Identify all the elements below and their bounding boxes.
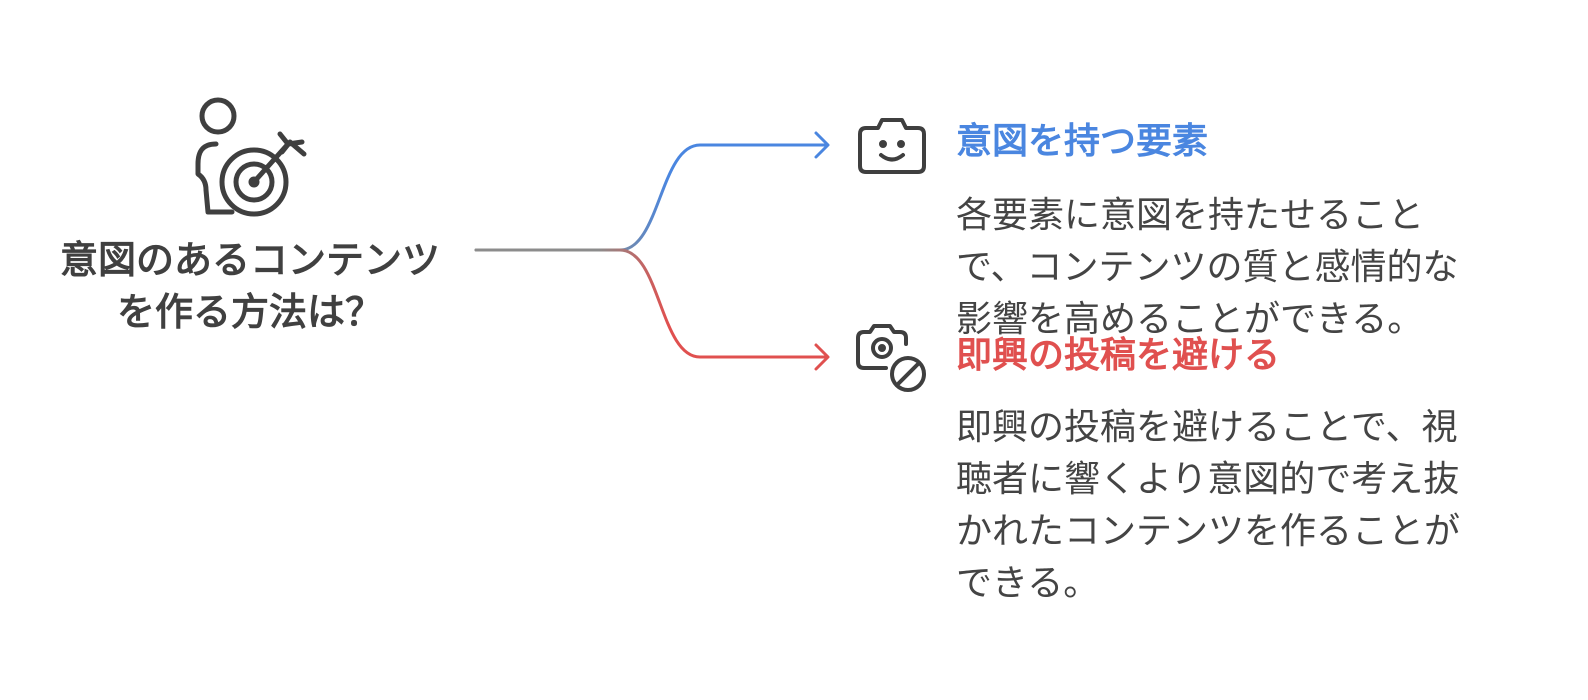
central-question: 意図のあるコンテンツ を作る方法は？ [40,234,460,338]
branch-description-intent: 各要素に意図を持たせること で、コンテンツの質と感情的な 影響を高めることができ… [956,190,1516,346]
person-target-icon [195,97,307,217]
description-line: 即興の投稿を避けることで、視 [956,407,1458,448]
branch-title-avoid-improvised: 即興の投稿を避ける [956,335,1281,376]
description-line: 聴者に響くより意図的で考え抜 [956,459,1460,500]
arrowhead-intent [814,131,830,159]
branch-title-intent: 意図を持つ要素 [956,121,1209,162]
central-question-line-1: 意図のあるコンテンツ [59,238,440,282]
arrowhead-avoid [814,343,830,371]
connector-to-intent [474,143,828,252]
description-line: できる。 [956,563,1100,604]
smiling-camera-icon [858,118,926,174]
connector-to-avoid [474,248,828,359]
branch-description-avoid-improvised: 即興の投稿を避けることで、視 聴者に響くより意図的で考え抜 かれたコンテンツを作… [956,402,1516,610]
central-question-line-2: を作る方法は？ [116,290,383,334]
description-line: で、コンテンツの質と感情的な [956,247,1459,288]
description-line: かれたコンテンツを作ることが [956,511,1461,552]
description-line: 各要素に意図を持たせること [956,195,1425,236]
description-line: 影響を高めることができる。 [956,299,1424,340]
camera-off-icon [856,324,926,392]
